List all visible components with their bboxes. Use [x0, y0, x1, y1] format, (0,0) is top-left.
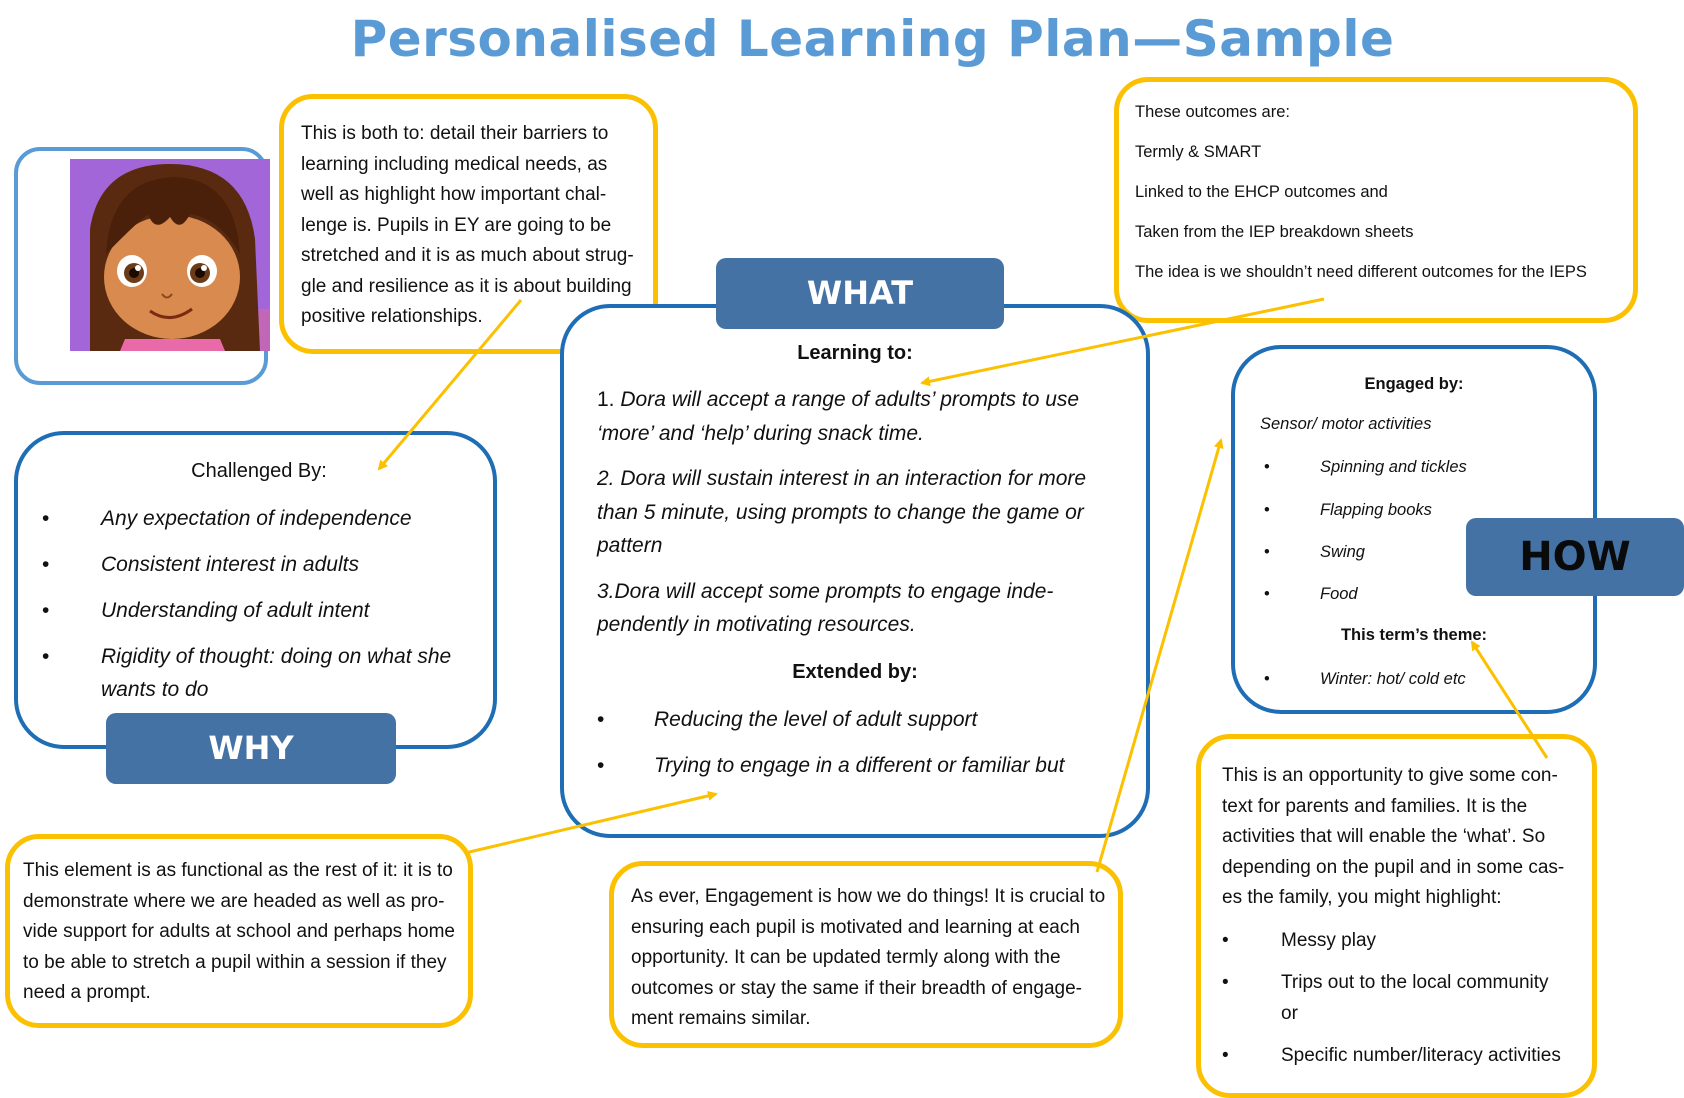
outcomes-note: These outcomes are: Termly & SMART Linke… [1114, 77, 1638, 323]
list-item: •Winter: hot/ cold etc [1264, 670, 1466, 688]
how-subheading: Sensor/ motor activities [1260, 415, 1432, 433]
bullet: • [1222, 1045, 1229, 1066]
bullet: • [42, 645, 50, 668]
note-line: gle and resilience as it is about buildi… [301, 275, 632, 297]
note-line: This is both to: detail their barriers t… [301, 123, 609, 144]
extended-heading: Extended by: [792, 661, 918, 683]
bullet: • [42, 553, 50, 576]
note-line: depending on the pupil and in some cas- [1222, 856, 1565, 878]
context-list: •Messy play •Trips out to the local comm… [1222, 926, 1592, 1072]
list-item: •Messy play [1222, 926, 1592, 957]
note-line: ment remains similar. [631, 1008, 811, 1029]
how-tag: HOW [1466, 518, 1684, 596]
how-heading: Engaged by: [1364, 375, 1464, 393]
extended-list: •Reducing the level of adult support •Tr… [564, 703, 1144, 782]
bullet: • [1222, 972, 1229, 993]
bullet: • [597, 754, 605, 777]
list-item: •Rigidity of thought: doing on what she … [18, 640, 488, 706]
what-tag: WHAT [716, 258, 1004, 329]
note-line: learning including medical needs, as [301, 153, 608, 175]
note-line: activities that will enable the ‘what’. … [1222, 826, 1546, 847]
list-item: •Trips out to the local community or [1222, 968, 1551, 1029]
note-line: Taken from the IEP breakdown sheets [1135, 223, 1414, 241]
list-item: •Swing [1264, 543, 1365, 561]
note-line: vide support for adults at school and pe… [23, 921, 455, 942]
outcome-item: 3.Dora will accept some prompts to engag… [597, 579, 1054, 637]
what-box: Learning to: 1. Dora will accept a range… [560, 304, 1150, 838]
context-note: This is an opportunity to give some con-… [1196, 734, 1597, 1098]
bullet: • [42, 507, 50, 530]
barriers-note: This is both to: detail their barriers t… [279, 94, 658, 354]
bullet: • [1264, 458, 1270, 476]
note-line: As ever, Engagement is how we do things!… [631, 886, 1106, 907]
portrait-frame [14, 147, 270, 385]
functional-note: This element is as functional as the res… [5, 834, 473, 1028]
list-item: •Any expectation of independence [18, 502, 488, 535]
what-heading: Learning to: [797, 342, 913, 364]
outcome-item: 2. Dora will sustain interest in an inte… [597, 467, 1087, 557]
note-line: demonstrate where we are headed as well … [23, 890, 445, 912]
list-item: •Spinning and tickles [1264, 458, 1467, 476]
note-line: stretched and it is as much about strug- [301, 245, 634, 266]
list-item: •Reducing the level of adult support [564, 703, 1144, 736]
note-line: The idea is we shouldn’t need different … [1135, 263, 1587, 281]
note-line: well as highlight how important chal- [301, 184, 607, 205]
bullet: • [597, 708, 605, 731]
bullet: • [42, 599, 50, 622]
note-line: ensuring each pupil is motivated and lea… [631, 916, 1080, 938]
bullet: • [1264, 585, 1270, 603]
why-tag: WHY [106, 713, 396, 784]
bullet: • [1264, 501, 1270, 519]
list-item: •Understanding of adult intent [18, 594, 488, 627]
why-box: Challenged By: •Any expectation of indep… [14, 431, 497, 749]
why-list: •Any expectation of independence •Consis… [18, 502, 488, 706]
bullet: • [1264, 670, 1270, 688]
theme-list: •Winter: hot/ cold etc [1235, 669, 1575, 689]
why-heading: Challenged By: [191, 460, 327, 482]
note-line: need a prompt. [23, 982, 151, 1003]
list-item: •Flapping books [1264, 501, 1432, 519]
list-item: •Food [1264, 585, 1358, 603]
engagement-note: As ever, Engagement is how we do things!… [609, 861, 1123, 1048]
outcome-item: 1. Dora will accept a range of adults’ p… [597, 388, 1080, 445]
note-line: lenge is. Pupils in EY are going to be [301, 214, 612, 236]
note-line: This element is as functional as the res… [23, 860, 453, 881]
note-line: text for parents and families. It is the [1222, 795, 1528, 817]
page-title: Personalised Learning Plan—Sample [350, 10, 1395, 68]
list-item: •Trying to engage in a different or fami… [564, 749, 1144, 782]
note-line: This is an opportunity to give some con- [1222, 765, 1558, 786]
note-line: outcomes or stay the same if their bread… [631, 977, 1082, 999]
bullet: • [1264, 543, 1270, 561]
list-item: •Specific number/literacy activities [1222, 1041, 1592, 1072]
note-line: es the family, you might highlight: [1222, 887, 1502, 908]
note-line: opportunity. It can be updated termly al… [631, 947, 1061, 968]
note-line: These outcomes are: [1135, 103, 1290, 121]
note-line: Termly & SMART [1135, 143, 1262, 161]
how-list: •Spinning and tickles •Flapping books •S… [1235, 457, 1535, 604]
portrait-image [70, 159, 270, 351]
list-item: •Consistent interest in adults [18, 548, 488, 581]
theme-heading: This term’s theme: [1340, 626, 1488, 644]
what-outcomes: 1. Dora will accept a range of adults’ p… [597, 383, 1142, 642]
note-line: Linked to the EHCP outcomes and [1135, 183, 1388, 201]
note-line: to be able to stretch a pupil within a s… [23, 951, 447, 973]
bullet: • [1222, 929, 1229, 951]
